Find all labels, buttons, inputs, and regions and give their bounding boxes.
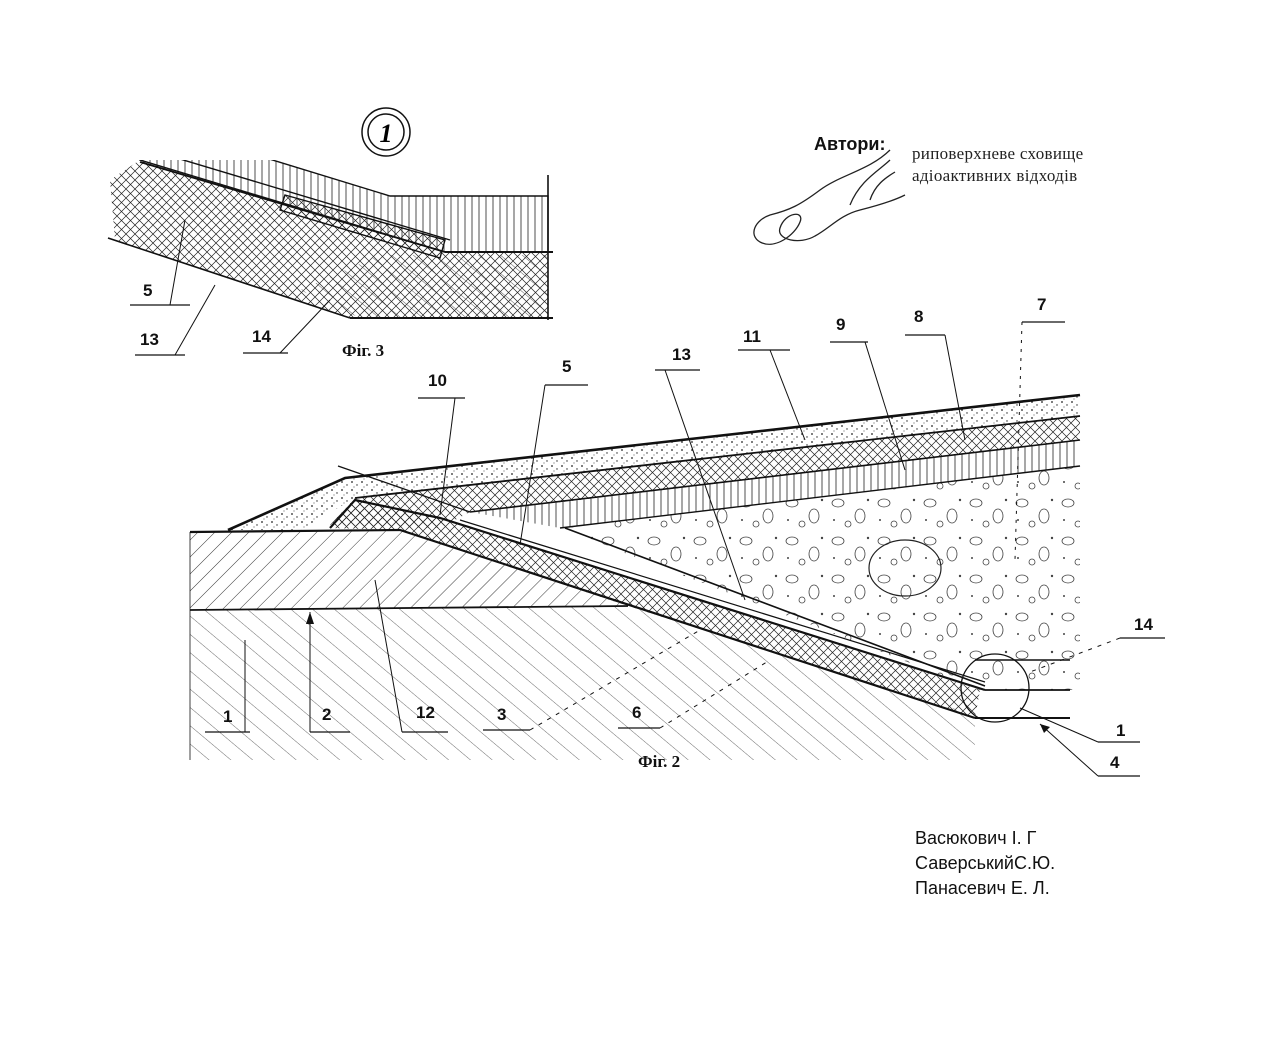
fig2-label-3: 3 (497, 705, 506, 724)
fig2-label-1: 1 (223, 707, 232, 726)
fig2-label-12: 12 (416, 703, 435, 722)
title-line-1: риповерхневе сховище (912, 144, 1083, 163)
fig3-label-13: 13 (140, 330, 159, 349)
fig3-label-14: 14 (252, 327, 271, 346)
title-line-2: адіоактивних відходів (912, 166, 1077, 185)
author-3: Панасевич Е. Л. (915, 878, 1050, 898)
fig2-label-6: 6 (632, 703, 641, 722)
sheet-number-badge: 1 (362, 108, 410, 156)
fig2-label-5: 5 (562, 357, 571, 376)
signature (754, 150, 905, 244)
authors-label: Автори: (814, 134, 885, 154)
author-1: Васюкович І. Г (915, 828, 1037, 848)
fig2-caption: Фіг. 2 (638, 752, 680, 771)
fig2-label-10: 10 (428, 371, 447, 390)
fig2-label-11: 11 (743, 327, 761, 346)
fig2-label-7: 7 (1037, 295, 1046, 314)
fig2-label-1-right: 1 (1116, 721, 1125, 740)
title-block: Автори: риповерхневе сховище адіоактивни… (754, 134, 1084, 244)
fig3-caption: Фіг. 3 (342, 341, 384, 360)
fig2-label-13: 13 (672, 345, 691, 364)
authors-list: Васюкович І. Г СаверськийС.Ю. Панасевич … (915, 828, 1055, 898)
figure-3 (108, 124, 553, 320)
fig2-label-2: 2 (322, 705, 331, 724)
fig2-label-4: 4 (1110, 753, 1120, 772)
author-2: СаверськийС.Ю. (915, 853, 1055, 873)
fig2-label-8: 8 (914, 307, 923, 326)
fig3-label-5: 5 (143, 281, 152, 300)
sheet-number: 1 (380, 119, 393, 148)
fig2-label-9: 9 (836, 315, 845, 334)
fig2-label-14: 14 (1134, 615, 1153, 634)
